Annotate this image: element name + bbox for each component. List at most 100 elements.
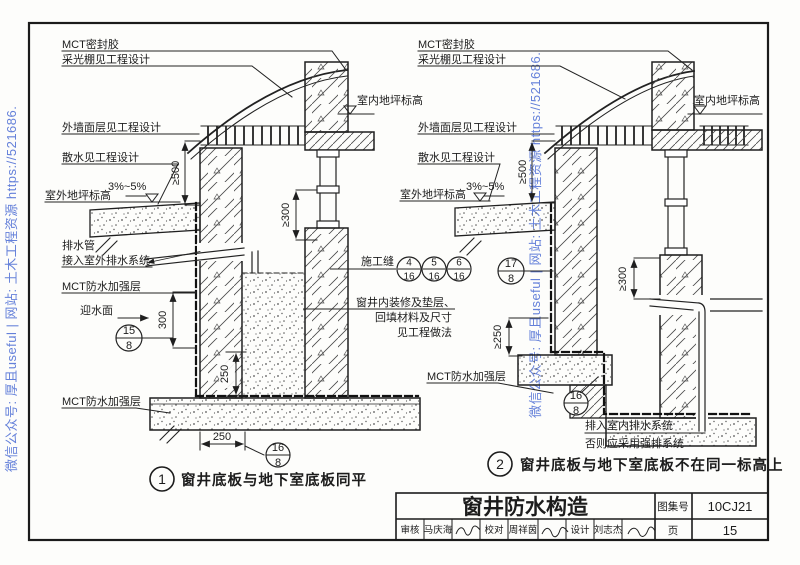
label-construction-joint: 施工缝 <box>361 254 394 268</box>
ref-17-den: 8 <box>508 273 514 285</box>
basement-floor-2 <box>701 298 763 312</box>
dim-300-2 <box>630 257 661 300</box>
designer-label: 设计 <box>570 524 590 536</box>
ref-17-num: 17 <box>505 258 517 270</box>
mct-membrane-2 <box>549 202 752 416</box>
reviewer-label: 审核 <box>400 524 420 536</box>
dim-250h <box>199 431 246 451</box>
dim-label-300b: 300 <box>157 311 169 329</box>
ref-6-num: 6 <box>456 258 462 269</box>
basement-wall-lower <box>304 227 349 399</box>
detail-1: MCT密封胶 采光棚见工程设计 外墙面层见工程设计 散水见工程设计 室外地坪标高… <box>44 37 423 492</box>
well-note-1: 窗井内装修及垫层、 <box>356 295 455 309</box>
well-grate <box>200 125 306 146</box>
well-note-3: 见工程做法 <box>397 325 452 339</box>
checker-label: 校对 <box>484 524 504 536</box>
well-bottom-slab <box>517 354 613 386</box>
label-mct-upper: MCT防水加强层 <box>62 279 141 293</box>
checker-signature <box>541 526 569 538</box>
ref-bubble-17-8: 17 8 <box>497 257 554 285</box>
ref-6-den: 16 <box>453 272 465 283</box>
dim-300a <box>292 189 318 241</box>
building-wall-upper-2 <box>651 61 695 131</box>
apron-slab <box>89 202 201 238</box>
ref-bubble-16-8-left: 16 8 <box>244 442 291 469</box>
ref-16l-den: 8 <box>275 457 281 469</box>
ref-bubble-6-16: 6 16 <box>446 256 472 283</box>
label-skylight: 采光棚见工程设计 <box>62 52 150 66</box>
reviewer-name: 马庆海 <box>424 524 453 536</box>
basement-window-2 <box>664 149 688 256</box>
label-slope: 3%~5% <box>108 181 146 193</box>
label-mct-sealant-2: MCT密封胶 <box>418 37 475 51</box>
label-slope-2: 3%~5% <box>466 181 504 193</box>
label-outdoor-level-2: 室外地坪标高 <box>400 187 466 201</box>
ref-16l-num: 16 <box>272 442 284 454</box>
dim-500-2 <box>528 140 556 204</box>
detail-1-caption: 1 窗井底板与地下室底板同平 <box>149 466 367 492</box>
apron-slab-2 <box>454 201 556 237</box>
bottom-slab <box>149 397 421 431</box>
drawing-title: 窗井防水构造 <box>462 495 589 519</box>
svg-text:微信公众号: 厚且useful | 网站: 土木工程资源 h: 微信公众号: 厚且useful | 网站: 土木工程资源 https://521… <box>4 106 19 472</box>
label-mct-lower: MCT防水加强层 <box>62 394 141 408</box>
well-interior-note: 窗井内装修及垫层、 回填材料及尺寸 见工程做法 <box>303 295 455 339</box>
dim-label-250v: 250 <box>219 365 231 383</box>
watermark-left: 微信公众号: 厚且useful | 网站: 土木工程资源 https://521… <box>4 106 19 472</box>
dim-250v: 250 <box>219 351 247 397</box>
reviewer-signature <box>455 525 481 536</box>
dim-label-250-2: ≥250 <box>492 325 504 349</box>
label-skylight-2: 采光棚见工程设计 <box>418 52 506 66</box>
detail-1-annotations <box>44 50 375 414</box>
dim-label-500: ≥500 <box>170 161 182 185</box>
indoor-floor-slab <box>304 131 375 151</box>
ref-16r-num: 16 <box>570 390 582 402</box>
designer-signature <box>627 526 656 537</box>
dim-label-300a: ≥300 <box>280 203 292 227</box>
ref-5-num: 5 <box>431 258 437 269</box>
detail-2-annotations <box>399 50 763 434</box>
label-wall-finish-2: 外墙面层见工程设计 <box>418 120 517 134</box>
checker-name: 周祥茵 <box>509 524 538 536</box>
detail-2-caption: 2 窗井底板与地下室底板不在同一标高上 <box>487 451 784 477</box>
basement-window <box>316 149 340 229</box>
ref-bubble-4-16: 4 16 <box>396 256 422 283</box>
atlas-number-label: 图集号 <box>657 500 689 513</box>
caption-2-number: 2 <box>496 456 504 472</box>
label-drain-indoor-2: 否则应采用强排系统 <box>585 436 684 450</box>
indoor-floor-slab-2 <box>651 129 763 151</box>
interior-drain-pipe <box>649 295 710 432</box>
ground-break-marks <box>95 237 182 444</box>
label-apron: 散水见工程设计 <box>62 150 139 164</box>
dim-500 <box>181 140 201 206</box>
designer-name: 刘志杰 <box>594 524 623 536</box>
label-drain-system: 接入室外排水系统 <box>62 253 150 267</box>
caption-1-number: 1 <box>158 471 166 487</box>
drain-pipe <box>145 243 259 274</box>
ref-16r-den: 8 <box>573 405 579 417</box>
title-block: 窗井防水构造 图集号 10CJ21 审核 马庆海 校对 周祥茵 设计 刘志杰 页… <box>395 492 769 541</box>
caption-1-text: 窗井底板与地下室底板同平 <box>181 471 367 489</box>
label-wall-finish: 外墙面层见工程设计 <box>62 120 161 134</box>
label-drain-indoor-1: 排入室内排水系统 <box>585 418 673 432</box>
label-outdoor-level: 室外地坪标高 <box>45 188 111 202</box>
dim-250-2 <box>505 317 549 357</box>
atlas-number-value: 10CJ21 <box>708 499 753 514</box>
detail-2: MCT密封胶 采光棚见工程设计 外墙面层见工程设计 散水见工程设计 室外地坪标高… <box>399 37 784 477</box>
ref-bubble-15-8: 15 8 <box>115 324 173 352</box>
page-number: 15 <box>723 523 737 538</box>
label-indoor-level-2: 室内地坪标高 <box>694 93 760 107</box>
shared-annotations: 施工缝 4 16 5 16 6 16 窗井内装修及垫层、 回填材料及尺寸 见工程… <box>303 254 472 339</box>
building-wall-upper <box>304 61 349 133</box>
label-apron-2: 散水见工程设计 <box>418 150 495 164</box>
caption-2-text: 窗井底板与地下室底板不在同一标高上 <box>520 456 784 474</box>
basement-wall-lower-2 <box>659 254 703 419</box>
ref-4-num: 4 <box>406 258 412 269</box>
dim-label-250h: 250 <box>213 431 231 443</box>
well-note-2: 回填材料及尺寸 <box>375 310 452 324</box>
ref-15-den: 8 <box>126 340 132 352</box>
ref-bubble-5-16: 5 16 <box>421 256 447 283</box>
well-outer-wall-2 <box>554 147 598 356</box>
label-indoor-level: 室内地坪标高 <box>357 93 423 107</box>
